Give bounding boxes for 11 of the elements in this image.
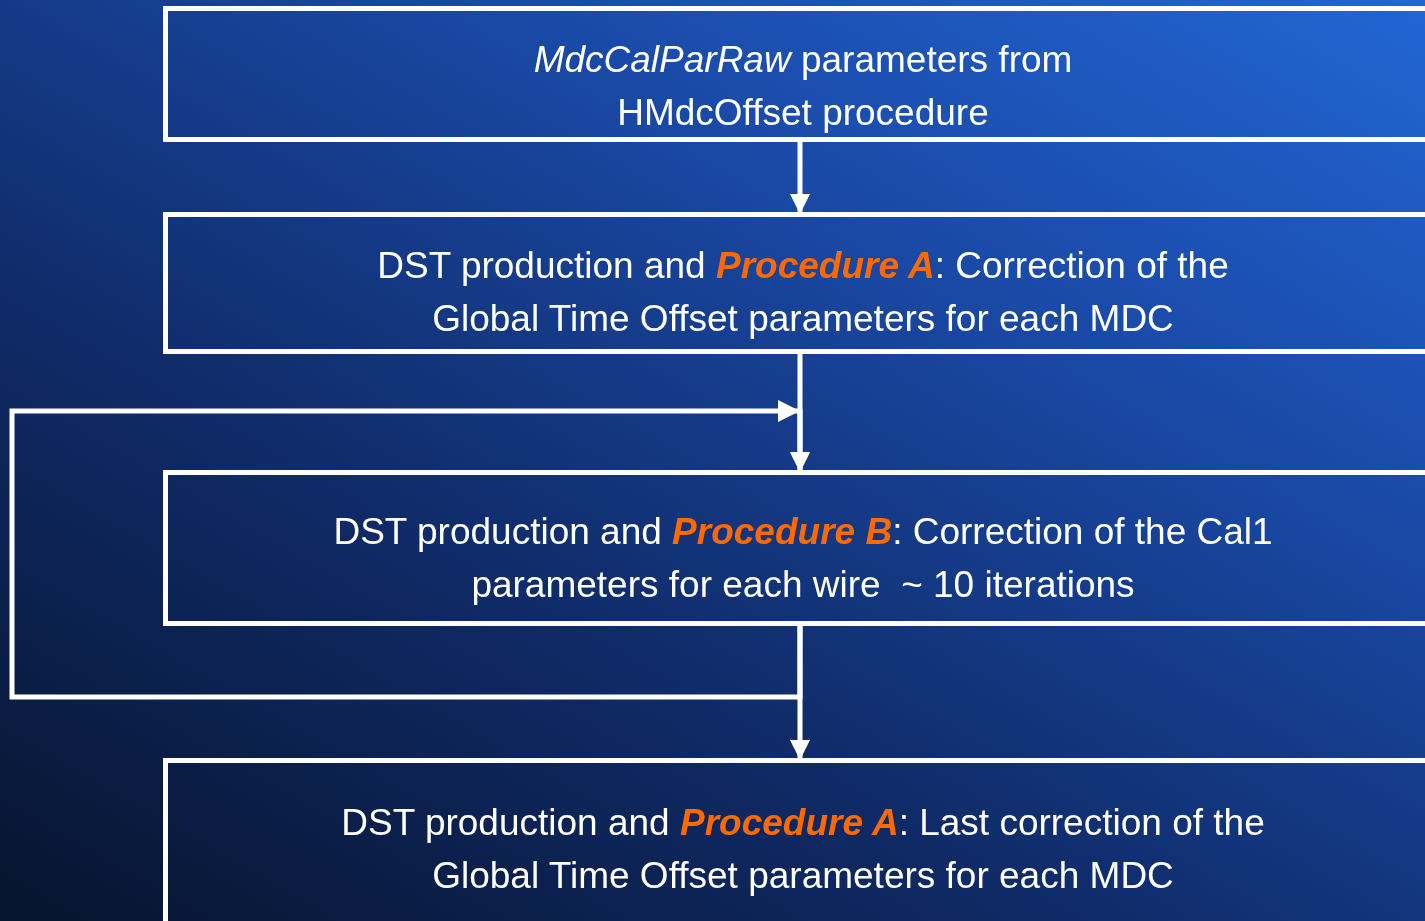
process-box: [163, 212, 1425, 354]
arrow: [9, 400, 810, 700]
box-text: DST production and Procedure B: Correction of the Cal1 parameters for each wire ~ 10 iterations: [332, 510, 1274, 607]
process-box: [163, 6, 1425, 142]
arrow: [790, 142, 810, 214]
process-box: [163, 470, 1425, 626]
box-text: MdcCalParRaw parameters from HMdcOffset procedure: [532, 38, 1074, 135]
box-text: DST production and Procedure A: Correction of the Global Time Offset parameters for each MDC: [376, 244, 1230, 341]
arrow: [790, 626, 810, 760]
box-text: DST production and Procedure A: Last correction of the Global Time Offset parameters for each MDC: [340, 801, 1266, 898]
process-box: [163, 758, 1425, 921]
